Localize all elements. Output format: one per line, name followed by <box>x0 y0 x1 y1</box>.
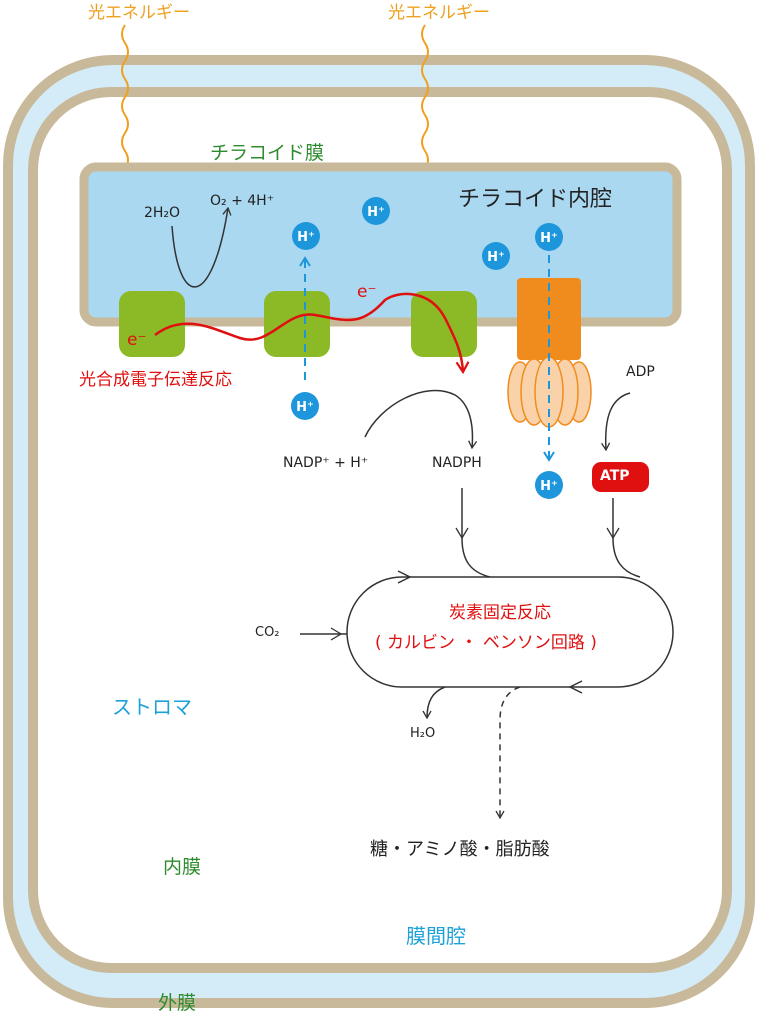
outer-membrane-label: 外膜 <box>158 992 197 1014</box>
co2-label: CO₂ <box>255 625 280 640</box>
electron-label-left: e⁻ <box>127 330 147 350</box>
h2o-label: H₂O <box>410 726 436 741</box>
proton-text: H⁺ <box>297 230 315 245</box>
nadp-label: NADP⁺ + H⁺ <box>283 455 369 471</box>
water-split-arrow <box>171 206 232 288</box>
h2o-output-arrow <box>422 686 446 720</box>
thylakoid-membrane-label: チラコイド膜 <box>210 142 325 164</box>
stroma-label: ストロマ <box>112 695 192 719</box>
proton-stroma-1: H⁺ <box>291 392 319 420</box>
atp-label: ATP <box>600 468 630 484</box>
proton-text: H⁺ <box>540 231 558 246</box>
thylakoid-lumen-label: チラコイド内腔 <box>458 187 613 212</box>
proton-text: H⁺ <box>296 400 314 415</box>
light-energy-label-left: 光エネルギー <box>88 3 190 23</box>
atp-badge <box>592 462 649 492</box>
proton-lumen-1: H⁺ <box>292 222 320 250</box>
proton-lumen-4: H⁺ <box>535 223 563 251</box>
proton-text: H⁺ <box>367 205 385 220</box>
products-label: 糖・アミノ酸・脂肪酸 <box>370 839 550 860</box>
proton-text: H⁺ <box>487 250 505 265</box>
atp-formation-arrow <box>601 392 631 452</box>
carbon-fixation-title: 炭素固定反応 <box>449 603 551 623</box>
products-output-arrow <box>495 686 521 820</box>
proton-text: H⁺ <box>540 479 558 494</box>
calvin-cycle-loop <box>346 576 674 688</box>
nadph-formation-arrow <box>364 389 478 450</box>
electron-transport-label: 光合成電子伝達反応 <box>79 370 232 390</box>
photosystem-2 <box>119 291 185 357</box>
cytochrome-complex <box>264 291 330 357</box>
water-label: 2H₂O <box>144 205 181 221</box>
electron-transport-path <box>154 292 470 375</box>
adp-label: ADP <box>626 364 655 380</box>
electron-label-right: e⁻ <box>357 282 377 302</box>
intermembrane-space-label: 膜間腔 <box>406 924 466 948</box>
proton-lumen-3: H⁺ <box>482 242 510 270</box>
proton-stroma-2: H⁺ <box>535 471 563 499</box>
nadph-label: NADPH <box>432 455 482 471</box>
light-energy-label-right: 光エネルギー <box>388 3 490 23</box>
proton-lumen-2: H⁺ <box>362 197 390 225</box>
photosystem-1 <box>411 291 477 357</box>
atp-synthase-head <box>507 356 592 428</box>
oxygen-protons-label: O₂ + 4H⁺ <box>210 193 275 209</box>
inner-membrane-label: 内膜 <box>163 856 202 878</box>
calvin-cycle-label: ( カルビン ・ ベンソン回路 ) <box>375 633 597 653</box>
